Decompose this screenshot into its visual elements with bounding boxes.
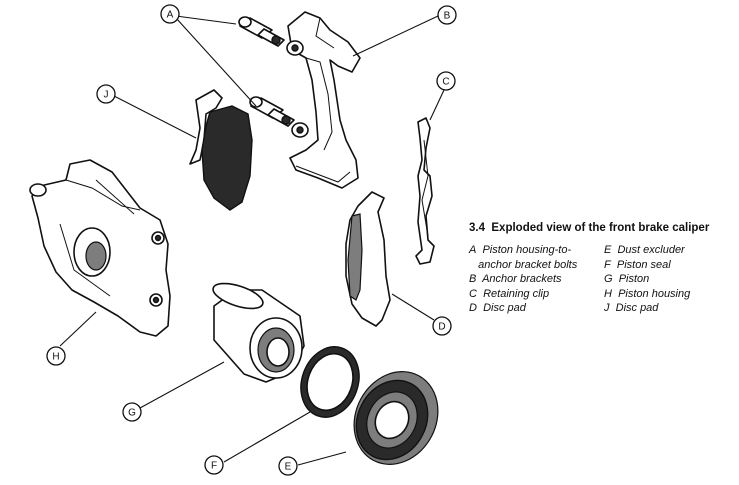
legend-entry: D Disc pad [469, 302, 526, 314]
callout-f: F [204, 455, 224, 475]
callout-a-label: A [167, 10, 174, 21]
callout-c: C [436, 71, 456, 91]
piston-housing [29, 159, 171, 337]
callout-d: D [432, 316, 452, 336]
callout-d-label: D [438, 322, 445, 333]
callout-g-label: G [128, 408, 136, 419]
legend-entry: J Disc pad [604, 302, 659, 314]
anchor-bracket [286, 11, 361, 189]
callout-e: E [278, 456, 298, 476]
figure-title-text: Exploded view of the front brake caliper [491, 222, 710, 234]
callout-g: G [122, 402, 142, 422]
callout-b: B [437, 5, 457, 25]
figure-title: 3.4 Exploded view of the front brake cal… [469, 222, 734, 234]
bolt-upper [238, 16, 285, 47]
disc-pad-d [345, 191, 391, 327]
callout-f-label: F [211, 461, 217, 472]
disc-pad-j [189, 89, 253, 211]
legend-entry: anchor bracket bolts [478, 258, 578, 271]
legend-entry: A Piston housing-to- [469, 244, 572, 256]
piston [212, 282, 305, 383]
callout-e-label: E [285, 462, 292, 473]
leader-lines [59, 15, 445, 466]
callout-b-label: B [444, 11, 451, 22]
legend-entry: H Piston housing [604, 287, 691, 300]
legend-entry: G Piston [604, 273, 650, 285]
figure-caption: 3.4 Exploded view of the front brake cal… [469, 222, 734, 316]
legend-entry: E Dust excluder [604, 244, 685, 256]
callout-c-label: C [442, 77, 449, 88]
callout-a: A [160, 4, 180, 24]
legend-entry: B Anchor brackets [469, 273, 562, 285]
legend-entry: F Piston seal [604, 258, 671, 271]
figure-number: 3.4 [469, 222, 485, 234]
callout-j: J [96, 84, 116, 104]
callout-h: H [46, 346, 66, 366]
legend: A Piston housing-to- E Dust excluder anc… [469, 243, 734, 316]
callout-h-label: H [52, 352, 59, 363]
retaining-clip [415, 117, 435, 265]
dust-excluder [353, 371, 439, 465]
bolt-lower [249, 96, 295, 127]
legend-entry: C Retaining clip [469, 287, 550, 300]
callout-j-label: J [104, 90, 109, 101]
piston-seal [300, 346, 360, 418]
